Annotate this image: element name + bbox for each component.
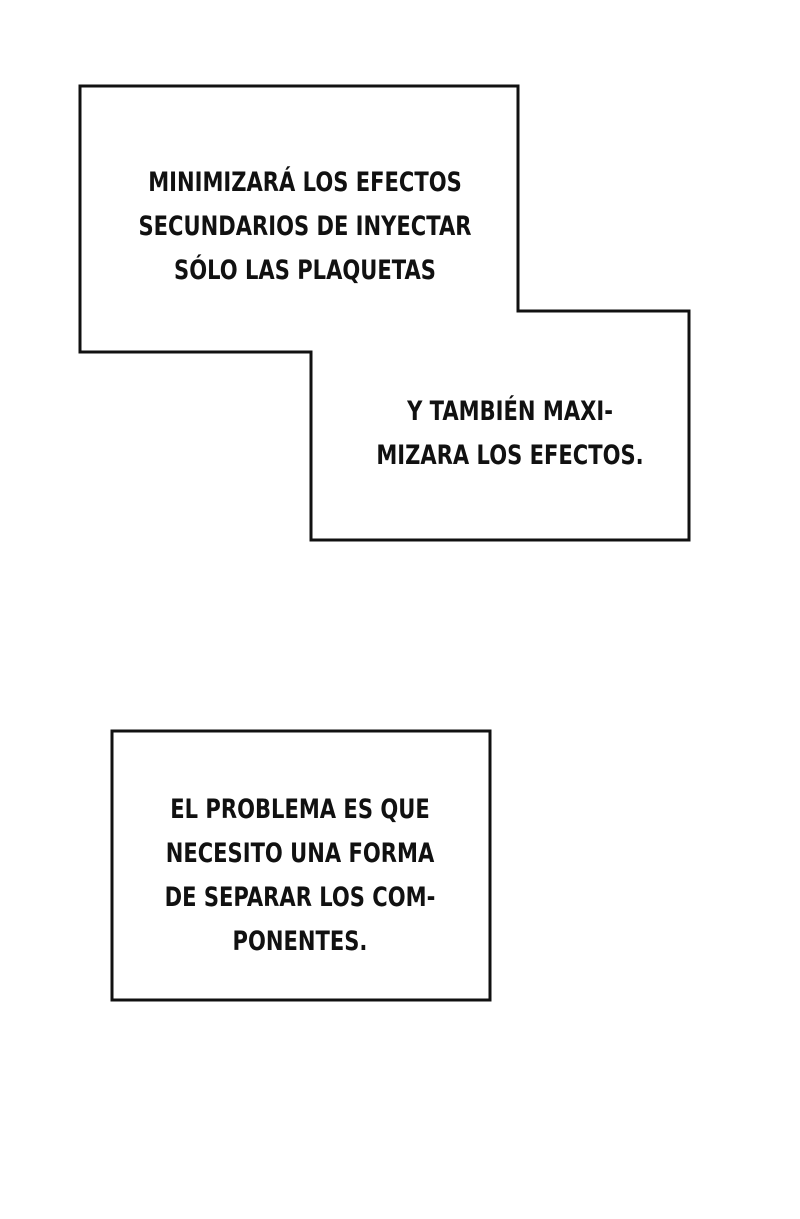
caption-text-3: EL PROBLEMA ES QUE NECESITO UNA FORMA DE…: [97, 788, 503, 964]
caption-3-line-1: EL PROBLEMA ES QUE: [170, 794, 430, 825]
caption-text-1: MINIMIZARÁ LOS EFECTOS SECUNDARIOS DE IN…: [98, 161, 511, 293]
caption-1-line-1: MINIMIZARÁ LOS EFECTOS: [148, 167, 462, 198]
caption-2-line-1: Y TAMBIÉN MAXI-: [407, 396, 613, 427]
caption-box-single: [110, 729, 492, 1002]
caption-1-line-2: SECUNDARIOS DE INYECTAR: [138, 211, 472, 242]
caption-2-line-2: MIZARA LOS EFECTOS.: [376, 440, 644, 471]
caption-3-line-4: PONENTES.: [232, 926, 368, 957]
caption-box-merged: [78, 84, 691, 542]
caption-3-line-3: DE SEPARAR LOS COM-: [164, 882, 436, 913]
caption-1-line-3: SÓLO LAS PLAQUETAS: [174, 255, 436, 286]
caption-text-2: Y TAMBIÉN MAXI- MIZARA LOS EFECTOS.: [292, 390, 729, 478]
caption-3-line-2: NECESITO UNA FORMA: [165, 838, 435, 869]
